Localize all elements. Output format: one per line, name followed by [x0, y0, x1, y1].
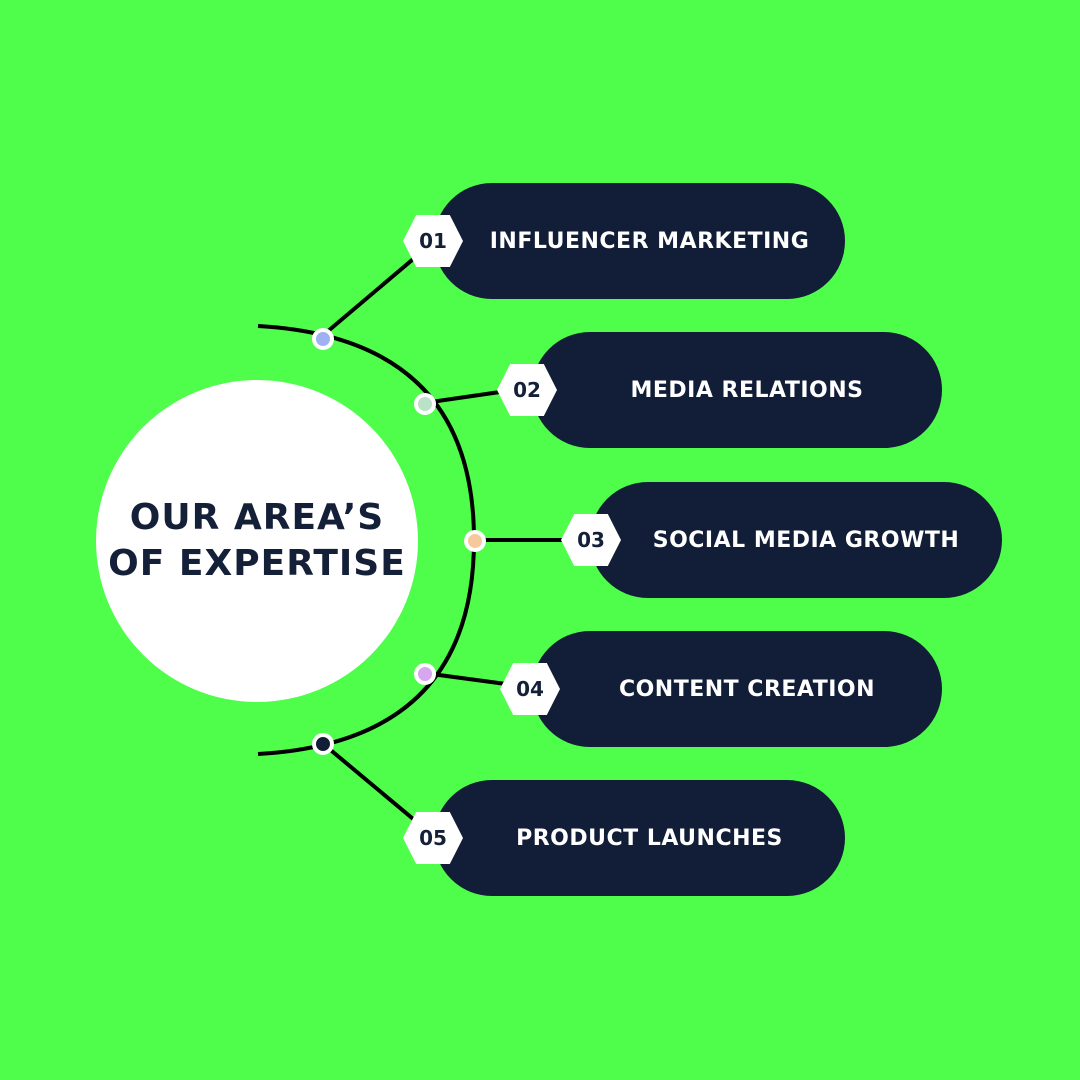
center-title-circle: OUR AREA’S OF EXPERTISE — [96, 380, 418, 702]
expertise-pill-01: INFLUENCER MARKETING — [434, 183, 845, 299]
expertise-label-01: INFLUENCER MARKETING — [489, 228, 810, 254]
expertise-label-02: MEDIA RELATIONS — [630, 377, 864, 403]
dot-02 — [414, 393, 436, 415]
number-text-02: 02 — [513, 378, 541, 402]
number-text-05: 05 — [419, 826, 447, 850]
expertise-pill-04: CONTENT CREATION — [532, 631, 942, 747]
center-title-line-1: OUR AREA’S — [129, 497, 385, 538]
expertise-label-05: PRODUCT LAUNCHES — [516, 825, 783, 851]
expertise-label-03: SOCIAL MEDIA GROWTH — [652, 527, 960, 553]
number-text-04: 04 — [516, 677, 544, 701]
number-badge-05: 05 — [403, 812, 463, 864]
center-title-line-2: OF EXPERTISE — [108, 543, 406, 584]
expertise-pill-05: PRODUCT LAUNCHES — [434, 780, 845, 896]
dot-05 — [312, 733, 334, 755]
number-badge-03: 03 — [561, 514, 621, 566]
dot-04 — [414, 663, 436, 685]
connector-02 — [423, 390, 501, 405]
expertise-label-04: CONTENT CREATION — [618, 676, 876, 702]
dot-03 — [464, 530, 486, 552]
dot-01 — [312, 328, 334, 350]
number-text-03: 03 — [577, 528, 605, 552]
connector-01 — [319, 253, 420, 339]
expertise-pill-02: MEDIA RELATIONS — [532, 332, 942, 448]
number-badge-01: 01 — [403, 215, 463, 267]
connector-05 — [319, 740, 420, 825]
expertise-pill-03: SOCIAL MEDIA GROWTH — [590, 482, 1002, 598]
number-text-01: 01 — [419, 229, 447, 253]
number-badge-04: 04 — [500, 663, 560, 715]
number-badge-02: 02 — [497, 364, 557, 416]
connector-04 — [423, 671, 507, 686]
